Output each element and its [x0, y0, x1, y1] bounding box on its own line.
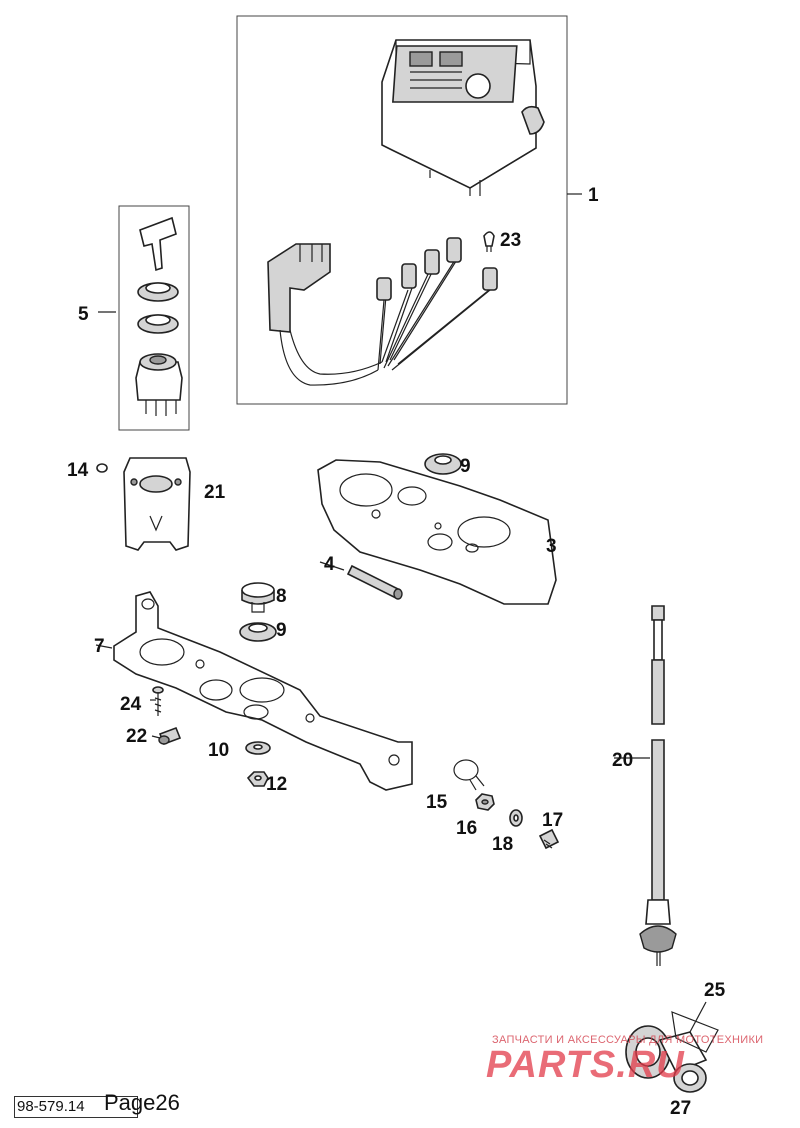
speedometer-drive-part [625, 1011, 719, 1093]
label-7: 7 [94, 636, 105, 657]
lock-cover-part [123, 457, 191, 551]
label-9: 9 [276, 620, 287, 641]
label-3: 3 [546, 536, 557, 557]
label-20: 20 [612, 750, 633, 771]
grommet-top-part [424, 453, 462, 475]
nut-12-part [246, 771, 269, 787]
diagram-code: 98-579.14 [14, 1096, 138, 1118]
washer-10-part [245, 741, 271, 755]
bulb-part [483, 231, 495, 252]
label-14: 14 [67, 460, 89, 481]
screw-24-part [152, 686, 164, 716]
instrument-assembly-frame [236, 15, 568, 405]
label-8: 8 [276, 586, 287, 607]
rubber-plug-part [96, 463, 108, 473]
label-27: 27 [670, 1098, 691, 1119]
label-23: 23 [500, 230, 521, 251]
label-25: 25 [704, 980, 726, 1001]
ignition-lock-part [135, 216, 183, 416]
label-12: 12 [266, 774, 287, 795]
label-5: 5 [78, 304, 89, 325]
label-9-top: 9 [460, 456, 471, 477]
label-4: 4 [324, 554, 335, 575]
page-number: Page26 [104, 1090, 180, 1115]
instrument-bracket-part [113, 591, 413, 791]
bolt-17-part [538, 828, 560, 850]
label-21: 21 [204, 482, 226, 503]
instrument-cluster-part [381, 39, 545, 196]
watermark-brand: PARTS.RU [486, 1044, 685, 1086]
label-18: 18 [492, 834, 513, 855]
wiring-harness-part [267, 237, 498, 386]
label-24: 24 [120, 694, 142, 715]
leader-lines [95, 193, 707, 1033]
label-10: 10 [208, 740, 229, 761]
rubber-tube-part [346, 564, 403, 600]
bushing-part [241, 582, 275, 613]
bolt-22-part [158, 726, 182, 746]
label-22: 22 [126, 726, 147, 747]
gasket-plate-part [317, 459, 557, 605]
grommet-part [239, 622, 277, 642]
speedometer-cable-part [639, 605, 677, 966]
ignition-lock-frame [118, 205, 190, 431]
label-1: 1 [588, 185, 599, 206]
label-17: 17 [542, 810, 563, 831]
nut-16-part [475, 793, 495, 811]
clamp-15-part [453, 759, 485, 791]
part-labels: 1 23 5 14 21 9 3 4 8 9 7 24 22 10 12 15 … [67, 185, 726, 1119]
washer-18-part [509, 809, 523, 827]
label-15: 15 [426, 792, 448, 813]
watermark-subtitle: ЗАПЧАСТИ И АКСЕССУАРЫ ДЛЯ МОТОТЕХНИКИ [492, 1034, 764, 1046]
label-16: 16 [456, 818, 477, 839]
